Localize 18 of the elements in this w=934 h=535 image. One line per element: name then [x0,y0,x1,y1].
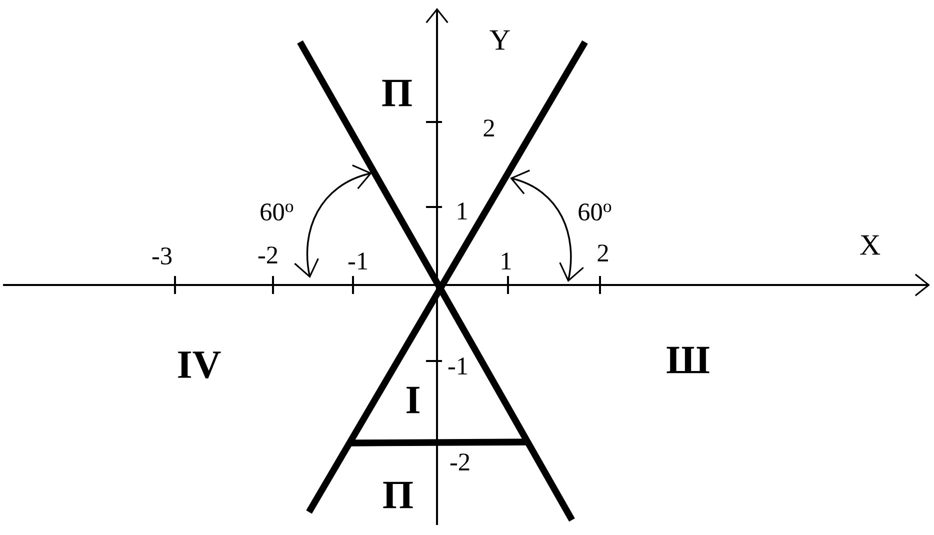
tick-label: 2 [598,244,608,262]
tick-label: -1 [348,252,368,270]
tick-label: 1 [458,202,467,220]
region-label: IV [178,352,221,378]
axis-label: Y [490,30,510,50]
region-label: I [406,386,420,414]
tick-label: -2 [450,454,470,470]
angle-label: 60$^{o}$ [260,203,294,221]
tick-label: 2 [484,120,494,136]
angle-label: 60$^{o}$ [578,203,612,221]
tick-label: -3 [152,248,172,265]
axis-label: X [860,235,880,255]
tick-label: 1 [502,252,511,270]
region-label: П [382,80,412,106]
tick-label: -1 [448,358,468,374]
region-label: П [383,482,413,508]
tick-label: -2 [258,246,278,264]
region-label: Ш [666,346,710,374]
